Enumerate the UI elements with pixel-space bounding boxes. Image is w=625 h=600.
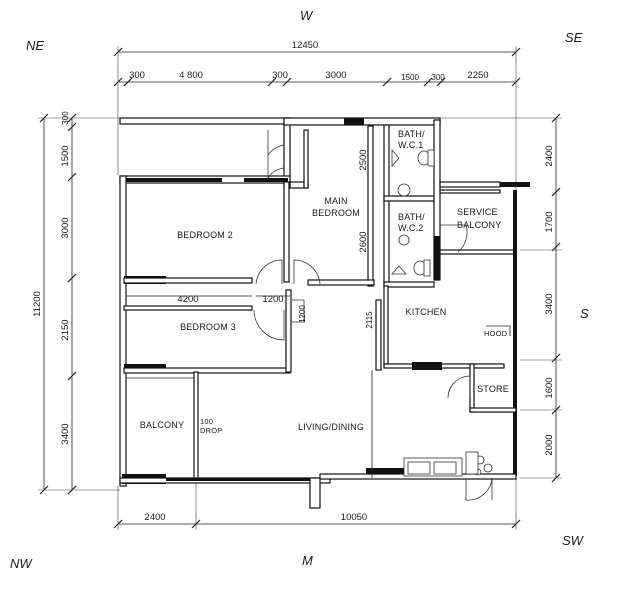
room-kitchen: KITCHEN [406, 307, 447, 317]
dim-inner-1200-vertical: 1200 [298, 305, 307, 323]
dim-inner-4200: 4200 [177, 294, 198, 305]
dim-right-seg-4: 1600 [544, 377, 555, 398]
dim-inner-2500: 2500 [358, 149, 369, 170]
room-labels: BATH/ W.C.1 MAIN BEDROOM BEDROOM 2 BATH/… [140, 129, 509, 435]
room-service-balcony: SERVICE [457, 207, 498, 217]
orientation-bottom: M [302, 553, 313, 568]
dim-left-seg-3: 3000 [60, 217, 71, 238]
orientation-top: W [300, 8, 314, 23]
balcony-drop-value: 100 [200, 417, 213, 426]
orientation-se: SE [565, 30, 583, 45]
room-balcony: BALCONY [140, 420, 184, 430]
room-store: STORE [477, 384, 509, 394]
dim-right-seg-3: 3400 [544, 293, 555, 314]
orientation-nw: NW [10, 556, 33, 571]
dim-left-seg-4: 2150 [60, 319, 71, 340]
dim-top-seg-7: 2250 [467, 70, 488, 81]
room-main-bedroom-line2: BEDROOM [312, 208, 360, 218]
dim-top-seg-5: 1500 [401, 73, 419, 82]
dim-top-seg-1: 300 [129, 70, 145, 81]
dim-left-seg-2: 1500 [60, 145, 71, 166]
room-bedroom-3: BEDROOM 3 [180, 322, 236, 332]
orientation-sw: SW [562, 533, 585, 548]
dim-top-total: 12450 [292, 40, 318, 51]
doors [253, 130, 493, 501]
balcony-drop-label: DROP [200, 426, 222, 435]
orientation-ne: NE [26, 38, 44, 53]
dim-inner-2115: 2115 [365, 311, 374, 329]
room-main-bedroom: MAIN [324, 196, 347, 206]
fixtures [126, 148, 511, 478]
bottom-dimensions: 2400 10050 [113, 476, 521, 530]
dim-bottom-seg-2: 10050 [341, 512, 367, 523]
dim-bottom-seg-1: 2400 [144, 512, 165, 523]
room-bath-wc-2: BATH/ [398, 212, 425, 222]
orientation-s: S [580, 306, 589, 321]
dim-top-seg-4: 3000 [325, 70, 346, 81]
dim-right-seg-2: 1700 [544, 211, 555, 232]
walls [119, 117, 530, 509]
top-dimensions: 12450 300 4 800 300 3000 1500 300 2250 [113, 40, 521, 190]
dim-right-seg-5: 2000 [544, 434, 555, 455]
dim-inner-2600: 2600 [358, 231, 369, 252]
dim-top-seg-6: 300 [431, 73, 445, 82]
room-bath-wc-2-number: W.C.2 [398, 223, 424, 233]
dim-left-seg-5: 3400 [60, 423, 71, 444]
orientation-labels: NE W SE S SW NW M [10, 8, 589, 571]
inner-dimensions: 2500 2600 2115 4200 1200 1200 [126, 149, 374, 329]
room-bath-wc-1-number: W.C.1 [398, 140, 424, 150]
room-bath-wc-1: BATH/ [398, 129, 425, 139]
room-living-dining: LIVING/DINING [298, 422, 364, 432]
left-dimensions: 11200 300 1500 3000 2150 3400 [32, 111, 290, 495]
right-dimensions: 2400 1700 3400 1600 2000 [440, 113, 562, 483]
kitchen-note: HOOD [484, 329, 508, 338]
dim-right-seg-1: 2400 [544, 145, 555, 166]
dim-top-seg-2: 4 800 [179, 70, 203, 81]
room-service-balcony-line2: BALCONY [457, 220, 501, 230]
dim-inner-1200: 1200 [262, 294, 283, 305]
dim-left-total: 11200 [32, 291, 43, 317]
room-bedroom-2: BEDROOM 2 [177, 230, 233, 240]
dim-top-seg-3: 300 [272, 70, 288, 81]
